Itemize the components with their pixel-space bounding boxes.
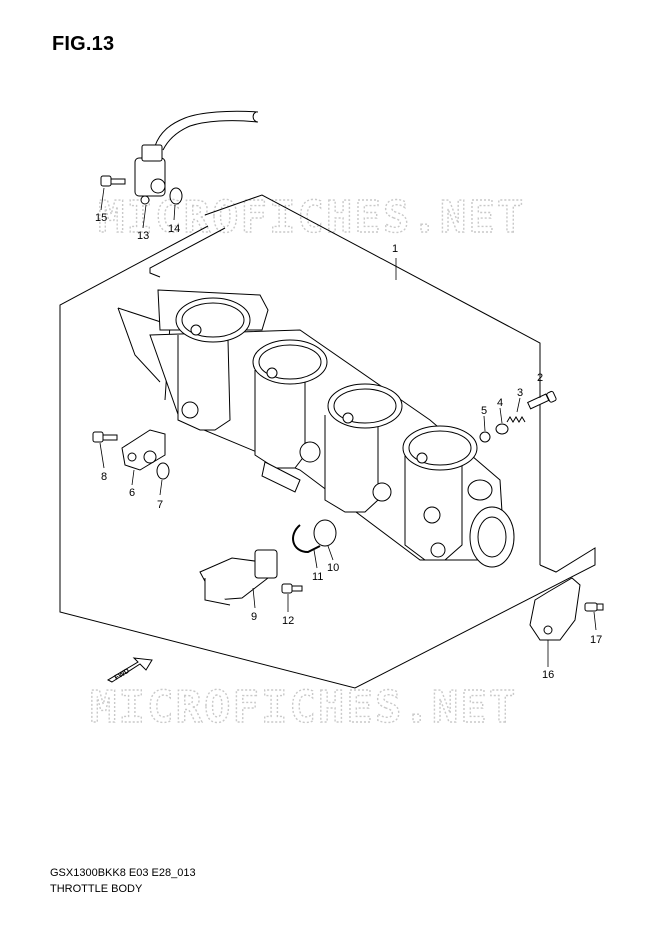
part-17-screw	[584, 602, 604, 612]
callout-15: 15	[95, 212, 107, 224]
part-7-o-ring	[156, 462, 170, 480]
part-12-screw	[281, 583, 303, 594]
callout-1: 1	[392, 243, 398, 255]
sensor-wire	[154, 110, 259, 151]
watermark-top: MICROFICHES.NET	[98, 192, 525, 243]
callout-7: 7	[157, 499, 163, 511]
fwd-label: FWD	[114, 668, 131, 682]
callout-3: 3	[517, 387, 523, 399]
callout-14: 14	[168, 223, 180, 235]
callout-labels: 1 2 3 4 5 6 7 8 9 10 11 12 13 14 15 16 1…	[95, 212, 602, 681]
part-14-o-ring	[169, 187, 183, 205]
callout-17: 17	[590, 634, 602, 646]
part-11-clip	[292, 524, 321, 554]
fwd-arrow-icon: FWD	[106, 657, 153, 683]
part-6-sensor	[121, 429, 166, 471]
part-2-screw	[527, 390, 557, 410]
callout-6: 6	[129, 487, 135, 499]
callout-10: 10	[327, 562, 339, 574]
callout-5: 5	[481, 405, 487, 417]
callout-16: 16	[542, 669, 554, 681]
throttle-body-assembly	[149, 289, 515, 568]
part-10-o-ring	[313, 519, 337, 547]
part-9-valve	[199, 549, 278, 606]
part-15-screw	[100, 175, 126, 187]
watermark-bottom: MICROFICHES.NET	[90, 682, 517, 733]
callout-8: 8	[101, 471, 107, 483]
leader-lines	[99, 187, 597, 667]
part-16-bracket	[529, 577, 581, 641]
part-5-o-ring	[479, 431, 491, 443]
callout-13: 13	[137, 230, 149, 242]
part-8-screw	[92, 431, 118, 443]
callout-9: 9	[251, 611, 257, 623]
part-3-spring	[506, 416, 526, 423]
figure-title: FIG.13	[52, 33, 115, 55]
part-13-sensor	[134, 144, 166, 205]
callout-11: 11	[312, 571, 323, 583]
footer-assembly-name: THROTTLE BODY	[50, 883, 143, 895]
footer-model-code: GSX1300BKK8 E03 E28_013	[50, 867, 196, 879]
callout-2: 2	[537, 372, 543, 384]
callout-12: 12	[282, 615, 294, 627]
callout-4: 4	[497, 397, 503, 409]
part-4-washer	[495, 423, 509, 435]
